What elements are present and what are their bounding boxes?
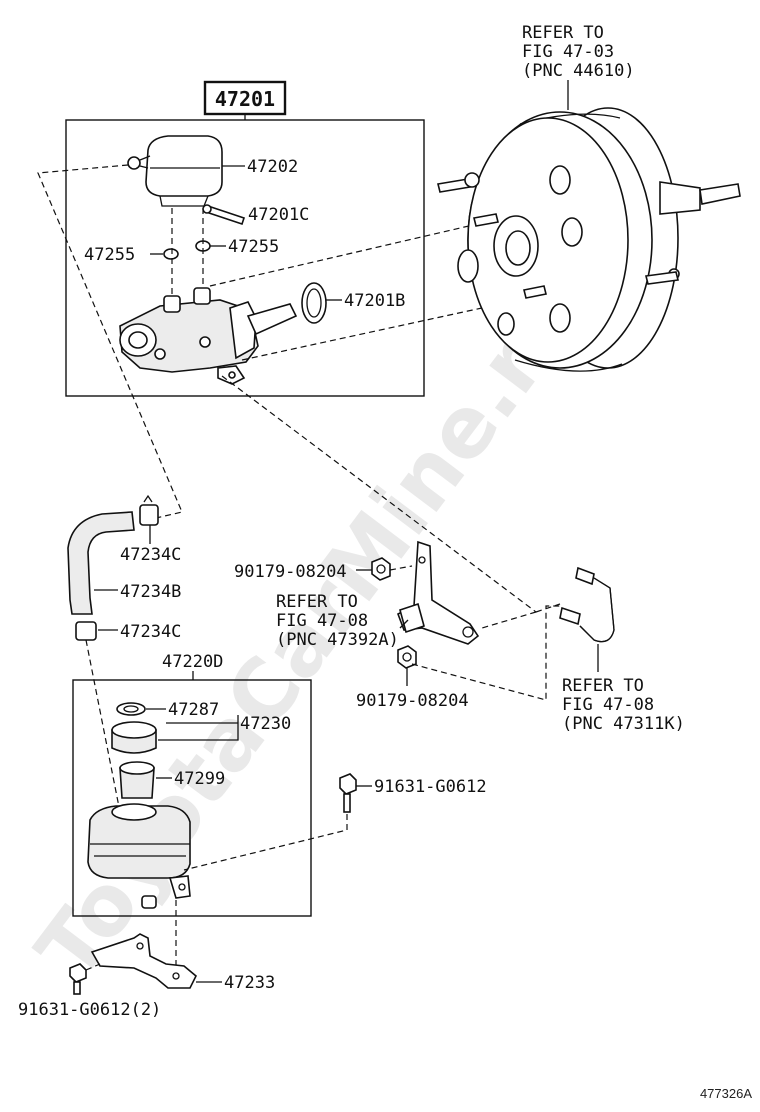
reservoir-assembly-label: 47220D — [162, 652, 223, 672]
strainer-part — [119, 761, 155, 799]
part-label-47201C: 47201C — [248, 205, 309, 225]
align-line-tube — [411, 605, 562, 701]
reservoir-assembly-frame — [72, 679, 312, 917]
ref-bracket-line-1: REFER TO — [276, 592, 358, 612]
bolt-lower-part — [69, 963, 87, 995]
part-label-47234C-lower: 47234C — [120, 622, 181, 642]
part-label-47234B: 47234B — [120, 582, 181, 602]
ref-bracket-line-3: (PNC 47392A) — [276, 630, 399, 650]
part-label-47201B: 47201B — [344, 291, 405, 311]
o-ring-part — [301, 282, 327, 324]
align-line-booster-b — [241, 297, 529, 361]
ref-bracket-line-2: FIG 47-08 — [276, 611, 368, 631]
brake-booster-part — [437, 107, 741, 372]
align-line-hose — [37, 164, 183, 519]
reservoir-bracket-part — [90, 933, 197, 989]
bolt-right-part — [339, 773, 357, 813]
reservoir-top-part — [127, 135, 223, 207]
nut-lower-part — [397, 645, 417, 669]
reservoir-pin-part — [202, 204, 246, 226]
align-line-bolt-lower — [85, 963, 101, 971]
part-label-47299: 47299 — [174, 769, 225, 789]
reservoir-cap-part — [111, 721, 157, 754]
nut-upper-part — [371, 557, 391, 581]
brake-tube-part — [559, 566, 615, 643]
part-label-90179-lower: 90179-08204 — [356, 691, 469, 711]
main-assembly-label: 47201 — [215, 87, 275, 111]
ref-tube-line-2: FIG 47-08 — [562, 695, 654, 715]
cap-gasket-part — [116, 702, 146, 716]
part-label-90179-upper: 90179-08204 — [234, 562, 347, 582]
hose-part — [67, 511, 135, 615]
cap-set-bracket — [158, 715, 239, 741]
figure-id: 477326A — [700, 1086, 752, 1101]
ref-bracket-leader — [399, 619, 409, 629]
clamp-lower-part — [75, 621, 97, 641]
part-label-47234C-upper: 47234C — [120, 545, 181, 565]
ref-booster-line-2: FIG 47-03 — [522, 42, 614, 62]
part-label-47202: 47202 — [247, 157, 298, 177]
cap-set-label: 47230 — [240, 714, 291, 734]
align-line-bracket — [221, 375, 537, 613]
grommet-left-part — [163, 248, 179, 260]
align-line-bracket-b — [481, 603, 561, 629]
align-line-nut-upper — [389, 565, 413, 571]
clamp-upper-part — [139, 494, 159, 526]
part-label-91631-lower: 91631-G0612(2) — [18, 1000, 161, 1020]
part-label-47255-left: 47255 — [84, 245, 135, 265]
ref-booster-line-3: (PNC 44610) — [522, 61, 635, 81]
reservoir-tank-part — [87, 803, 191, 909]
part-label-47233: 47233 — [224, 973, 275, 993]
ref-booster-line-1: REFER TO — [522, 23, 604, 43]
ref-tube-line-1: REFER TO — [562, 676, 644, 696]
part-label-91631-right: 91631-G0612 — [374, 777, 487, 797]
part-label-47255-right: 47255 — [228, 237, 279, 257]
ref-tube-line-3: (PNC 47311K) — [562, 714, 685, 734]
align-line-booster-a — [209, 221, 487, 287]
align-line-bolt-right — [183, 814, 348, 871]
o-ring-inner — [306, 288, 322, 318]
master-cylinder-part — [119, 287, 298, 385]
part-label-47287: 47287 — [168, 700, 219, 720]
